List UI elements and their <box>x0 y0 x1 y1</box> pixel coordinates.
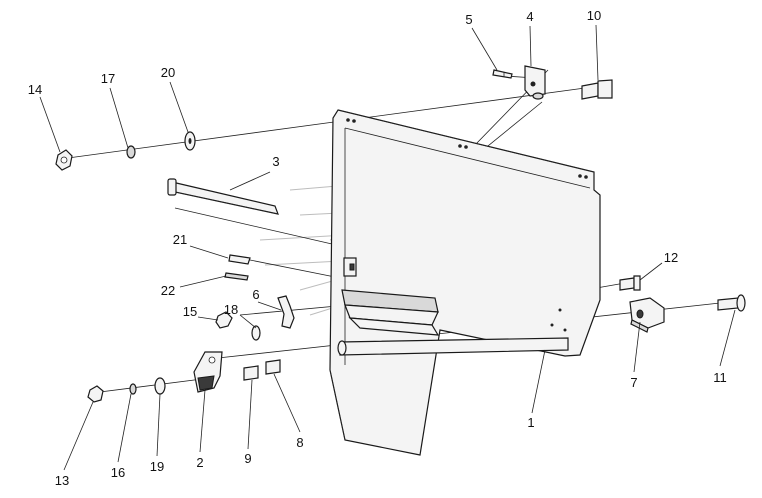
part-17-lock-washer <box>126 145 136 159</box>
part-19-flat-washer <box>154 377 166 395</box>
callout-22: 22 <box>161 283 175 298</box>
part-2-latch <box>193 351 223 393</box>
callout-16: 16 <box>111 465 125 480</box>
callout-9: 9 <box>244 451 251 466</box>
part-22-pin <box>224 272 249 281</box>
callout-15: 15 <box>183 304 197 319</box>
callout-3: 3 <box>272 154 279 169</box>
callout-6: 6 <box>252 287 259 302</box>
callout-10: 10 <box>587 8 601 23</box>
callout-12: 12 <box>664 250 678 265</box>
callout-19: 19 <box>150 459 164 474</box>
part-12-screw <box>619 275 641 291</box>
callout-11: 11 <box>713 370 727 385</box>
panel-flap-bracket <box>341 289 440 336</box>
callout-5: 5 <box>465 12 472 27</box>
part-18-washer <box>251 325 261 341</box>
part-20-flat-washer <box>184 131 196 151</box>
part-14-nut <box>55 149 73 171</box>
callout-8: 8 <box>296 435 303 450</box>
part-6-bracket <box>277 295 295 329</box>
part-5-pin <box>492 69 513 79</box>
part-11-bolt <box>717 294 746 312</box>
part-9-plate <box>243 365 259 381</box>
callout-7: 7 <box>630 375 637 390</box>
part-8-plate <box>265 359 281 375</box>
part-10-bolt <box>581 79 613 100</box>
part-1-hinge-rod <box>337 337 569 356</box>
callout-4: 4 <box>526 9 533 24</box>
part-13-nut <box>87 385 104 403</box>
part-15-nut <box>215 311 233 329</box>
callout-21: 21 <box>173 232 187 247</box>
callout-17: 17 <box>101 71 115 86</box>
panel-latch <box>343 257 357 277</box>
callout-20: 20 <box>161 65 175 80</box>
part-7-block <box>629 297 665 333</box>
part-16-lock-washer <box>129 383 137 395</box>
callout-1: 1 <box>527 415 534 430</box>
callout-14: 14 <box>28 82 42 97</box>
leader-lines <box>39 24 736 471</box>
part-1-panel <box>329 109 601 456</box>
callout-13: 13 <box>55 473 69 488</box>
callout-labels: 1 2 3 4 5 6 7 8 9 10 11 12 13 14 15 16 1… <box>28 8 727 488</box>
callout-2: 2 <box>196 455 203 470</box>
part-4-hinge-plate <box>524 65 546 100</box>
callout-18: 18 <box>224 302 238 317</box>
part-21-clip <box>228 254 251 265</box>
part-3-rod <box>167 178 279 215</box>
